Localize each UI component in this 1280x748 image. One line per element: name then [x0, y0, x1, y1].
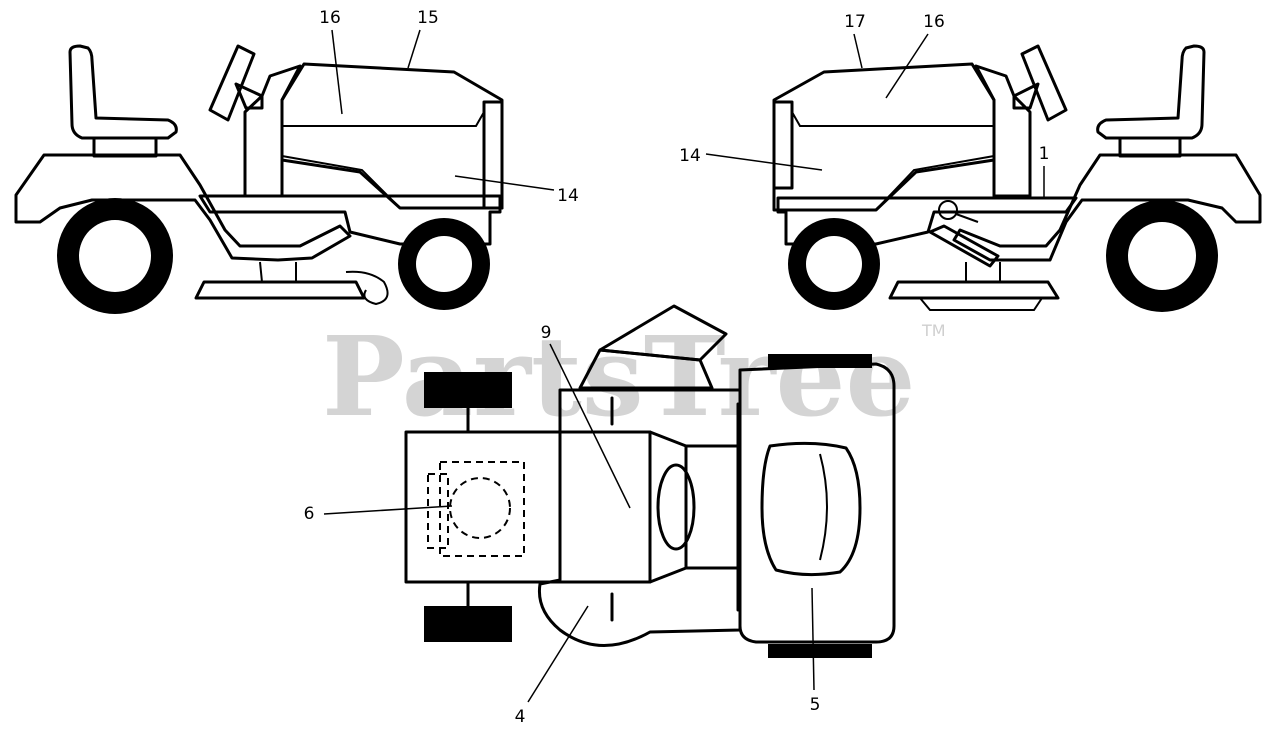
callout-14-left: 14	[557, 186, 579, 206]
callout-1-right: 1	[1039, 144, 1050, 164]
steering-wheel-right	[1020, 44, 1068, 122]
leader-16-right	[885, 33, 929, 99]
seat-top	[760, 441, 862, 577]
discharge-chute	[345, 270, 389, 306]
engine-panel-outline	[439, 461, 525, 557]
watermark-trademark: TM	[921, 321, 946, 340]
leader-16-left	[331, 29, 343, 115]
front-hub-right	[806, 236, 862, 292]
leader-15-left	[407, 29, 421, 69]
grille	[482, 100, 504, 210]
leader-9-top	[549, 343, 631, 509]
mower-left-side-view	[14, 44, 504, 314]
hood-crease-right	[791, 111, 994, 127]
steering-wheel	[208, 44, 256, 122]
fuel-cap	[938, 200, 958, 220]
chute-base-top	[578, 348, 714, 390]
leader-17-right	[853, 33, 863, 69]
watermark-text: PartsTree	[322, 312, 916, 441]
rear-hub	[79, 220, 151, 292]
mower-right-side-view	[772, 44, 1262, 312]
rear-fender-right	[952, 153, 1262, 262]
rear-fender	[14, 153, 352, 262]
callout-17-right: 17	[844, 12, 866, 32]
steering-wheel-top	[656, 463, 696, 551]
fuel-cap-lever	[955, 213, 979, 223]
steering-column	[234, 82, 264, 110]
leader-14-left	[454, 175, 555, 191]
deck-lift-right	[928, 224, 1000, 268]
front-wheel-bottom	[424, 606, 512, 642]
side-panel-outline	[427, 473, 449, 549]
seat	[68, 44, 178, 140]
hood-crease	[282, 111, 485, 127]
callout-5-top: 5	[810, 695, 821, 715]
callout-15-left: 15	[417, 8, 439, 28]
leader-14-right	[705, 153, 823, 171]
leader-6-top	[323, 505, 453, 515]
rear-body-top	[738, 362, 896, 644]
seat-back-line	[819, 453, 828, 561]
grille-right	[772, 100, 794, 190]
callout-6-top: 6	[304, 504, 315, 524]
front-hub	[416, 236, 472, 292]
right-view-callouts: 17 16 14 1	[679, 12, 1049, 198]
hood	[280, 62, 504, 210]
leader-5-top	[811, 587, 815, 691]
dash-top	[648, 430, 688, 584]
callout-4-top: 4	[515, 707, 526, 727]
callout-9-top: 9	[541, 323, 552, 343]
console-top	[684, 444, 740, 570]
deck-skirt-right	[919, 297, 1043, 311]
deck-hangers	[259, 261, 297, 283]
top-view-callouts: 9 6 4 5	[304, 323, 821, 727]
left-view-callouts: 16 15 14	[319, 8, 579, 206]
rear-tire-top	[768, 354, 872, 368]
mower-deck	[194, 280, 366, 300]
deck-hangers-right	[965, 262, 1001, 282]
callout-14-right: 14	[679, 146, 701, 166]
hood-right	[772, 62, 996, 212]
rear-hub-right	[1128, 222, 1196, 290]
deck-top	[537, 388, 742, 647]
steering-column-right	[1012, 82, 1040, 110]
rear-tire-bottom	[768, 644, 872, 658]
seat-base-right	[1118, 136, 1182, 158]
mower-deck-right	[888, 280, 1060, 300]
callout-16-left: 16	[319, 8, 341, 28]
callout-16-right: 16	[923, 12, 945, 32]
seat-right	[1096, 44, 1206, 140]
filter-circle-outline	[449, 477, 511, 539]
front-wheel-top	[424, 372, 512, 408]
seat-base	[92, 136, 158, 158]
mower-top-view	[404, 304, 896, 658]
leader-4-top	[527, 605, 589, 703]
